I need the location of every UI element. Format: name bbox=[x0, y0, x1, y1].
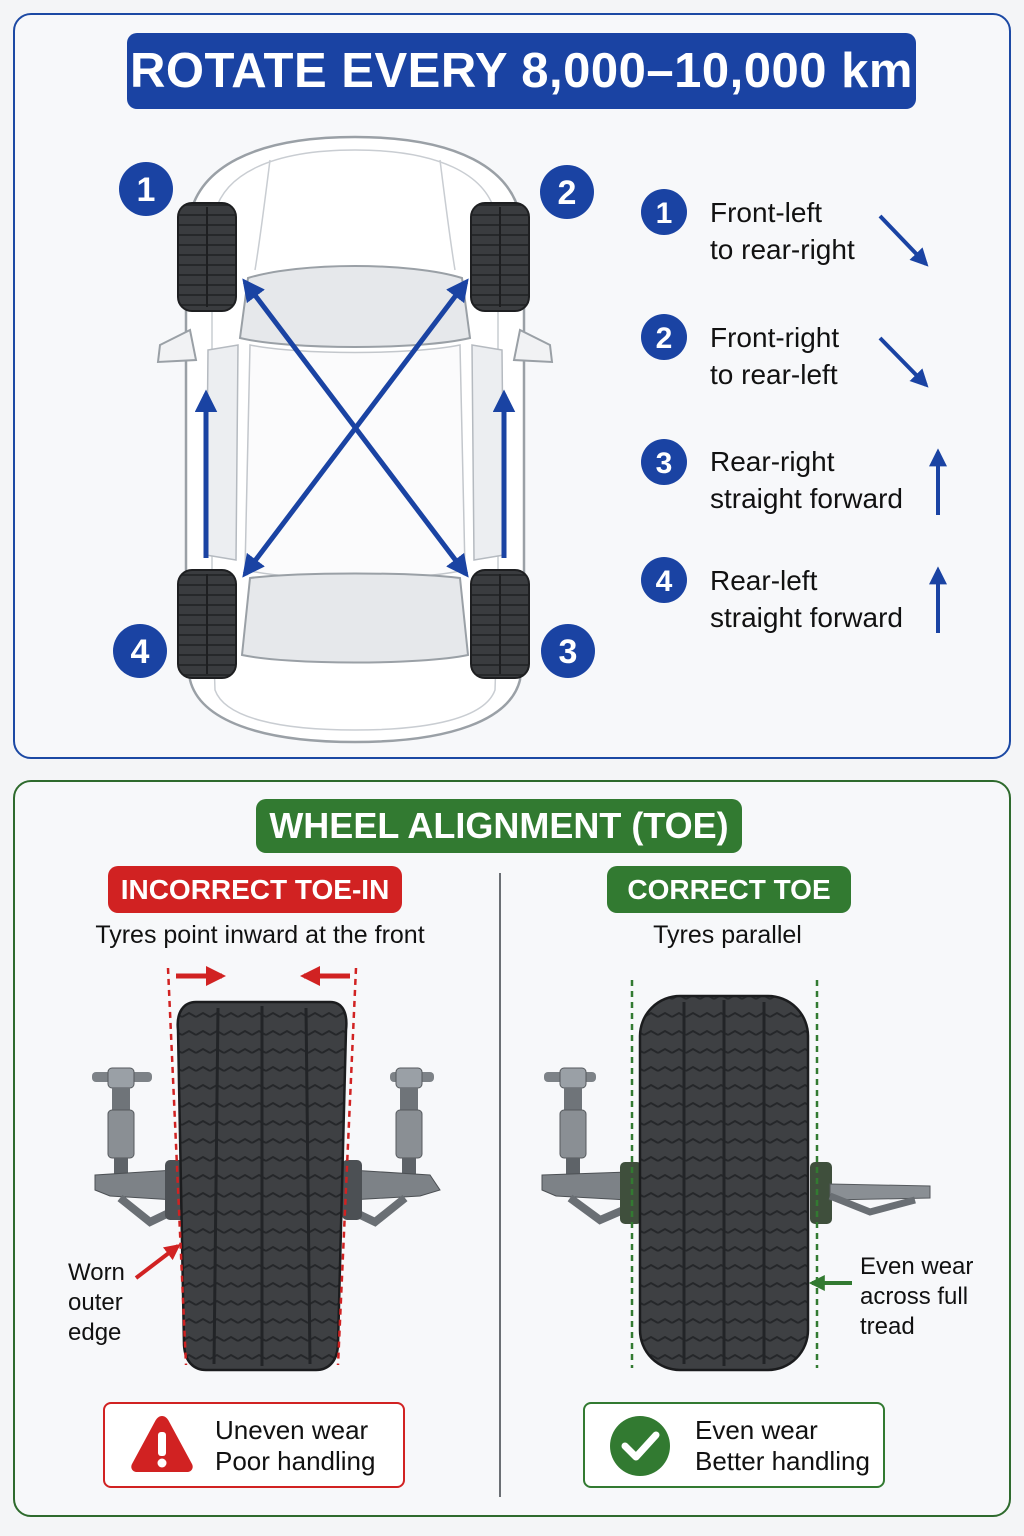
wheel-badge-3: 3 bbox=[541, 624, 595, 678]
arrow-fr-rl bbox=[242, 278, 469, 578]
svg-text:3: 3 bbox=[656, 447, 673, 480]
legend-arrow-2-icon bbox=[878, 336, 929, 388]
incorrect-tyre bbox=[176, 1000, 348, 1372]
svg-text:1: 1 bbox=[656, 197, 673, 230]
legend-badge-2: 2 bbox=[641, 314, 687, 360]
legend-badge-1: 1 bbox=[641, 189, 687, 235]
legend-step-3: Rear-right straight forward bbox=[710, 446, 903, 514]
svg-text:2: 2 bbox=[656, 322, 673, 355]
rotation-banner: ROTATE EVERY 8,000–10,000 km bbox=[127, 33, 916, 109]
legend-arrow-1-icon bbox=[878, 214, 929, 267]
wheel-rear-right bbox=[470, 569, 530, 679]
wheel-badge-1: 1 bbox=[119, 162, 173, 216]
rotation-arrows bbox=[194, 278, 516, 578]
even-wear-note: Even wear across full tread bbox=[860, 1253, 974, 1340]
svg-text:1: 1 bbox=[137, 171, 156, 209]
parallel-guides bbox=[630, 980, 852, 1368]
worn-edge-note: Worn outer edge bbox=[68, 1259, 125, 1346]
wheel-badge-2: 2 bbox=[540, 165, 594, 219]
correct-toe-badge: CORRECT TOE bbox=[607, 866, 851, 913]
wheel-front-right bbox=[470, 202, 530, 312]
svg-text:4: 4 bbox=[131, 633, 150, 671]
svg-text:3: 3 bbox=[559, 633, 578, 671]
correct-result-text: Even wear Better handling bbox=[695, 1415, 870, 1476]
correct-tyre bbox=[638, 994, 810, 1372]
correct-toe-description: Tyres parallel bbox=[653, 921, 802, 949]
wheel-badge-4: 4 bbox=[113, 624, 167, 678]
wheel-rear-left bbox=[177, 569, 237, 679]
legend-step-4: Rear-left straight forward bbox=[710, 565, 903, 633]
legend-badge-4: 4 bbox=[641, 557, 687, 603]
incorrect-toe-badge: INCORRECT TOE-IN bbox=[108, 866, 402, 913]
svg-text:2: 2 bbox=[558, 174, 577, 212]
svg-text:4: 4 bbox=[656, 565, 673, 598]
legend-step-1: Front-left to rear-right bbox=[710, 197, 855, 265]
incorrect-result-text: Uneven wear Poor handling bbox=[215, 1415, 376, 1476]
legend-badge-3: 3 bbox=[641, 439, 687, 485]
alignment-banner: WHEEL ALIGNMENT (TOE) bbox=[256, 799, 742, 853]
warning-icon bbox=[131, 1416, 193, 1472]
incorrect-toe-description: Tyres point inward at the front bbox=[95, 921, 425, 949]
toe-in-guides bbox=[134, 966, 358, 1366]
worn-edge-pointer-icon bbox=[134, 1244, 181, 1280]
correct-result-box: Even wear Better handling bbox=[583, 1402, 885, 1488]
incorrect-suspension bbox=[92, 1067, 441, 1227]
wheel-front-left bbox=[177, 202, 237, 312]
legend-step-2: Front-right to rear-left bbox=[710, 322, 840, 390]
check-icon bbox=[610, 1416, 670, 1476]
correct-suspension bbox=[541, 1067, 931, 1225]
incorrect-result-box: Uneven wear Poor handling bbox=[103, 1402, 405, 1488]
